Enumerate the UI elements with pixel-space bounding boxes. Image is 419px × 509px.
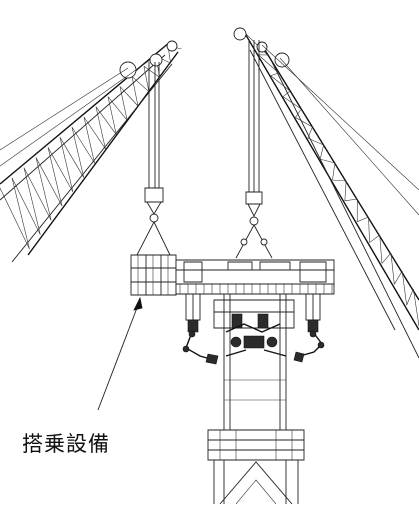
- left-crane-boom: [0, 41, 181, 262]
- left-hoist: [137, 62, 170, 255]
- manipulator-arms: [183, 300, 324, 364]
- right-hoist: [236, 40, 272, 258]
- annotation-arrow: [98, 298, 142, 410]
- boarding-cage: [131, 255, 176, 295]
- boarding-equipment-label: 搭乗設備: [22, 428, 110, 458]
